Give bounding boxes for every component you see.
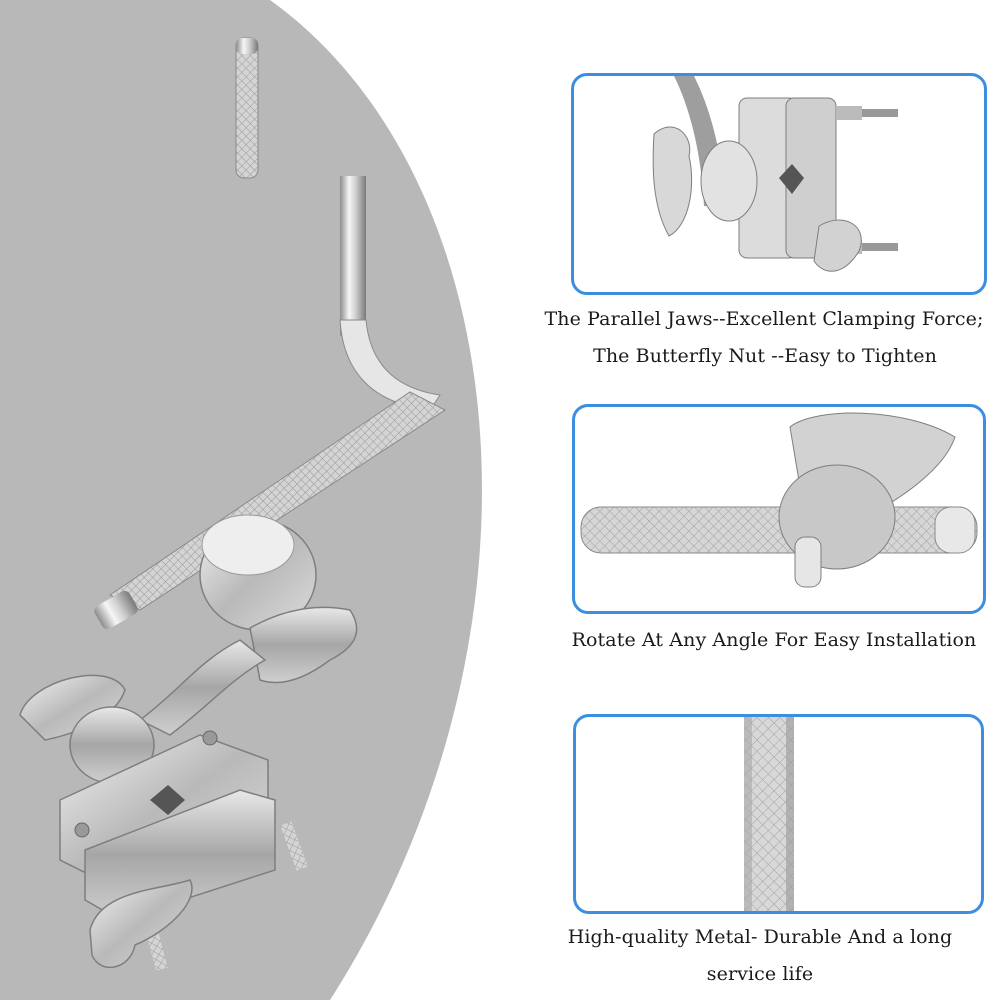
knurled-metal-rod-image — [744, 717, 794, 911]
feature-panel-metal — [573, 714, 984, 914]
feature-panel-rotate — [572, 404, 986, 614]
feature-caption-1-line-2: The Butterfly Nut --Easy to Tighten — [593, 345, 937, 367]
feature-panel-parallel-jaws — [571, 73, 987, 295]
feature-caption-1-line-1: The Parallel Jaws--Excellent Clamping Fo… — [544, 308, 984, 330]
parallel-jaw-clamp — [59, 730, 308, 971]
rotating-clamp-rod-image — [580, 412, 978, 588]
curved-arm — [138, 639, 267, 736]
feature-caption-2: Rotate At Any Angle For Easy Installatio… — [571, 629, 977, 651]
feature-caption-3-line-2: service life — [706, 963, 814, 985]
feature-caption-3-line-1: High-quality Metal- Durable And a long — [567, 926, 953, 948]
bottom-butterfly-nut — [89, 879, 193, 969]
left-butterfly-nut — [19, 674, 155, 784]
upper-swivel-clamp — [199, 514, 358, 684]
parallel-jaws-clamp-image — [652, 76, 898, 272]
